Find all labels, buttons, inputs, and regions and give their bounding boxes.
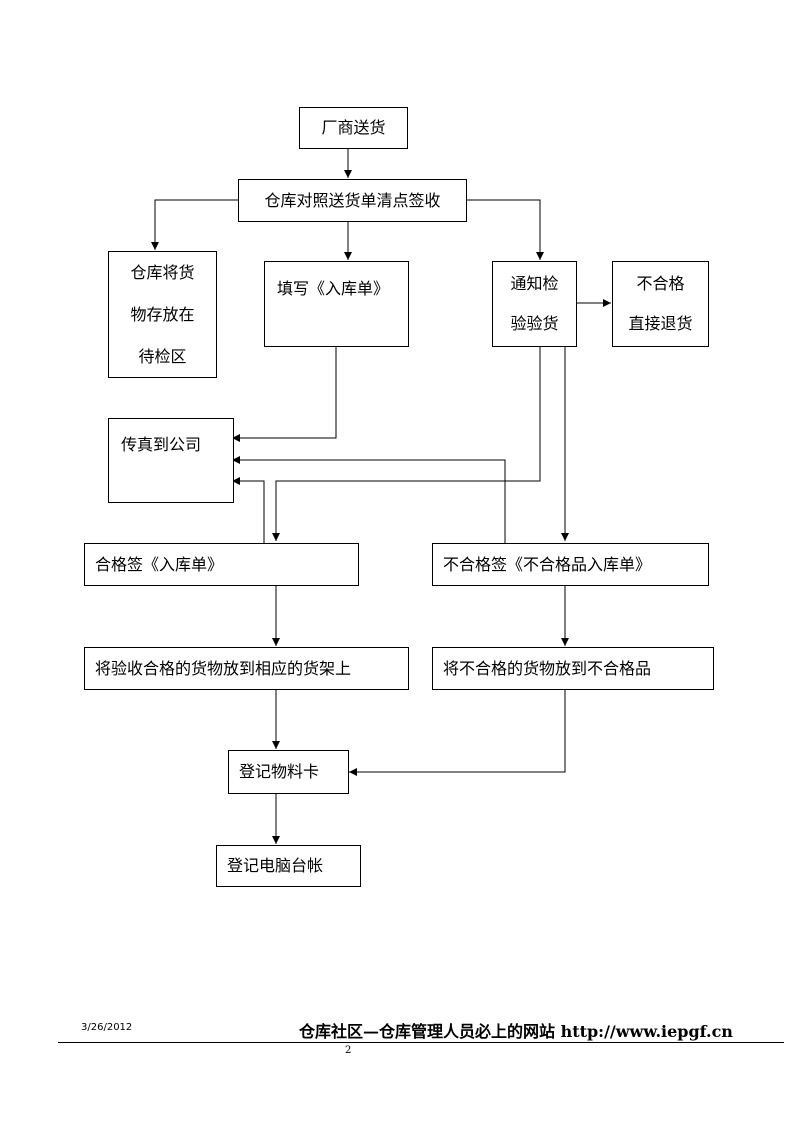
arrow-notify-to-qualified: [272, 347, 541, 541]
check-sign-label: 仓库对照送货单清点签收: [264, 190, 441, 210]
reject-return-line-2: 直接退货: [628, 314, 693, 333]
store-pending-box: 仓库将货 物存放在 待检区: [108, 251, 217, 378]
place-qualified-label: 将验收合格的货物放到相应的货架上: [95, 658, 352, 678]
reject-return-box: 不合格 直接退货: [612, 261, 709, 347]
register-card-box: 登记物料卡: [228, 750, 349, 794]
footer-divider: [58, 1042, 784, 1043]
arrow-fill-to-fax: [232, 347, 337, 442]
footer-site-link[interactable]: 仓库社区—仓库管理人员必上的网站 http://www.iepgf.cn: [299, 1022, 733, 1041]
arrow-check-to-store: [151, 199, 238, 250]
unqualified-sign-label: 不合格签《不合格品入库单》: [443, 554, 652, 574]
fill-form-box: 填写《入库单》: [264, 261, 409, 347]
footer-date: 3/26/2012: [81, 1022, 133, 1033]
supplier-delivery-label: 厂商送货: [321, 118, 386, 137]
reject-return-line-1: 不合格: [636, 274, 685, 293]
store-pending-line-1: 仓库将货: [130, 262, 195, 282]
register-ledger-label: 登记电脑台帐: [227, 856, 324, 875]
qualified-sign-label: 合格签《入库单》: [95, 554, 224, 574]
fill-form-label: 填写《入库单》: [277, 279, 390, 298]
place-unqualified-label: 将不合格的货物放到不合格品: [443, 658, 652, 678]
page-number: 2: [345, 1045, 352, 1056]
place-unqualified-box: 将不合格的货物放到不合格品: [432, 647, 714, 690]
arrow-check-to-notify: [467, 199, 544, 260]
fax-company-box: 传真到公司: [108, 418, 234, 503]
fax-company-label: 传真到公司: [121, 435, 202, 454]
arrow-place-unq-to-card: [349, 690, 566, 776]
check-sign-box: 仓库对照送货单清点签收: [238, 179, 467, 222]
qualified-sign-box: 合格签《入库单》: [84, 543, 359, 586]
register-card-label: 登记物料卡: [239, 762, 320, 781]
arrow-unqualified-to-fax: [232, 456, 506, 544]
supplier-delivery-box: 厂商送货: [299, 107, 408, 149]
unqualified-sign-box: 不合格签《不合格品入库单》: [432, 543, 709, 586]
store-pending-line-3: 待检区: [138, 346, 187, 366]
notify-inspect-box: 通知检 验验货: [492, 261, 577, 347]
register-ledger-box: 登记电脑台帐: [216, 845, 361, 887]
arrow-qualified-to-fax: [232, 477, 265, 544]
place-qualified-box: 将验收合格的货物放到相应的货架上: [84, 647, 409, 690]
store-pending-line-2: 物存放在: [130, 304, 195, 324]
notify-inspect-line-1: 通知检: [510, 274, 559, 293]
notify-inspect-line-2: 验验货: [510, 314, 559, 333]
